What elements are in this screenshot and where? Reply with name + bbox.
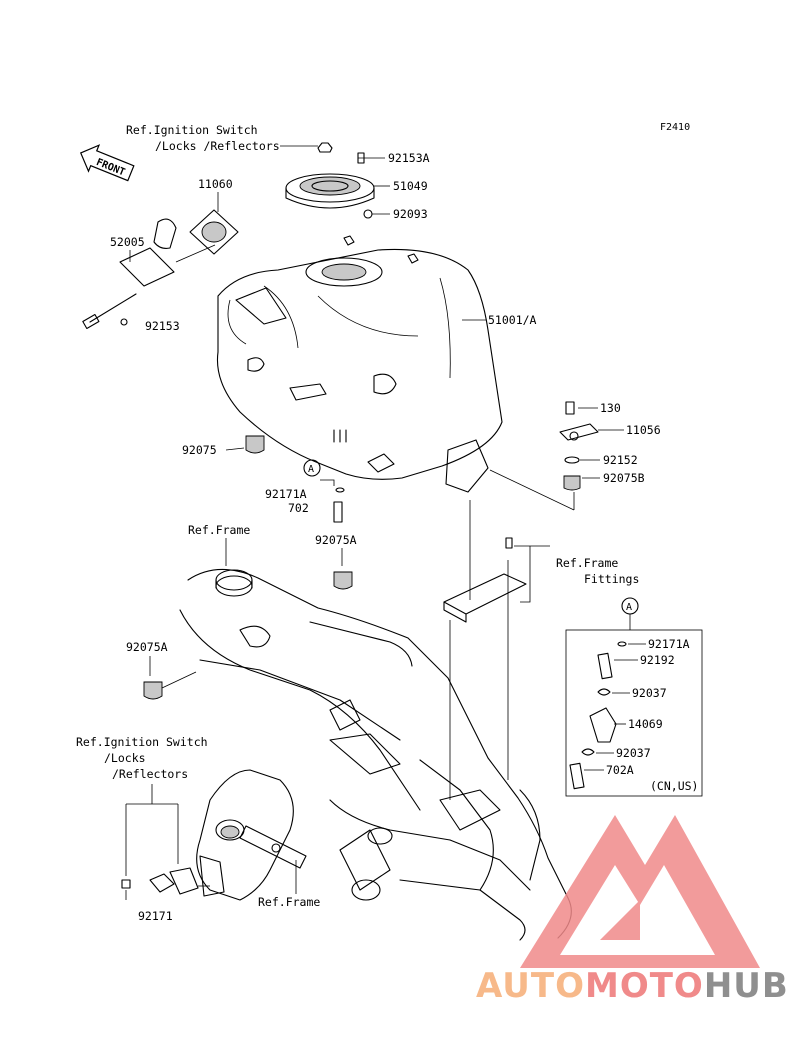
ref-ignition-label-top-line2: /Locks /Reflectors (155, 139, 280, 153)
part-52005: 52005 (110, 235, 145, 249)
fuel-pump-52005 (82, 218, 216, 330)
inset-box (565, 629, 703, 797)
inset-part-702A: 702A (606, 763, 634, 777)
watermark-moto: MOTO (585, 966, 704, 1006)
inset-note: (CN,US) (650, 779, 698, 793)
ref-frame-fittings-line2: Fittings (584, 572, 639, 586)
rubber-92075A-left (143, 681, 163, 700)
part-92075B: 92075B (603, 471, 645, 485)
ref-ignition-label-top-line1: Ref.Ignition Switch (126, 123, 258, 137)
part-92075A-left: 92075A (126, 640, 168, 654)
part-92171A: 92171A (265, 487, 307, 501)
part-92075: 92075 (182, 443, 217, 457)
part-51049: 51049 (393, 179, 428, 193)
inset-part-92037-b: 92037 (616, 746, 651, 760)
part-92075A-top: 92075A (315, 533, 357, 547)
ref-ignition-label-bottom-line2: /Locks (104, 751, 146, 765)
watermark-auto: AUTO (476, 966, 585, 1006)
watermark-hub: HUB (704, 966, 789, 1006)
part-130: 130 (600, 401, 621, 415)
part-92152: 92152 (603, 453, 638, 467)
watermark-text: AUTOMOTOHUB (476, 966, 789, 1006)
ref-frame-fittings-line1: Ref.Frame (556, 556, 618, 570)
front-arrow-icon: FRONT (79, 144, 135, 182)
rubber-92075A-top (333, 571, 353, 590)
rubber-92075 (245, 435, 265, 454)
part-51001A: 51001/A (488, 313, 537, 327)
figure-code: F2410 (660, 122, 690, 133)
part-92153A: 92153A (388, 151, 430, 165)
gasket-11060 (189, 209, 239, 255)
ref-frame-label-bottom: Ref.Frame (258, 895, 320, 909)
part-11056: 11056 (626, 423, 661, 437)
part-92093: 92093 (393, 207, 428, 221)
part-92153: 92153 (145, 319, 180, 333)
callout-a-letter: A (308, 464, 314, 475)
inset-part-92171A: 92171A (648, 637, 690, 651)
ref-ignition-label-bottom-line3: /Reflectors (112, 767, 188, 781)
watermark-logo (520, 815, 760, 968)
frame-structure (179, 568, 572, 941)
inset-part-14069: 14069 (628, 717, 663, 731)
fuel-cap-assembly (285, 142, 390, 219)
fuel-tank-51001A (216, 235, 503, 493)
part-702: 702 (288, 501, 309, 515)
inset-cn-us: A (565, 597, 703, 797)
inset-part-92037-a: 92037 (632, 686, 667, 700)
frame-bracket (443, 500, 527, 800)
ref-ignition-label-bottom-line1: Ref.Ignition Switch (76, 735, 208, 749)
tank-mount-right (489, 401, 624, 511)
inset-part-92192: 92192 (640, 653, 675, 667)
part-11060: 11060 (198, 177, 233, 191)
ref-frame-label-top: Ref.Frame (188, 523, 250, 537)
steering-head-lock-area (121, 769, 307, 901)
callout-a-circle (303, 459, 321, 477)
inset-a-letter: A (626, 602, 632, 613)
part-92171: 92171 (138, 909, 173, 923)
